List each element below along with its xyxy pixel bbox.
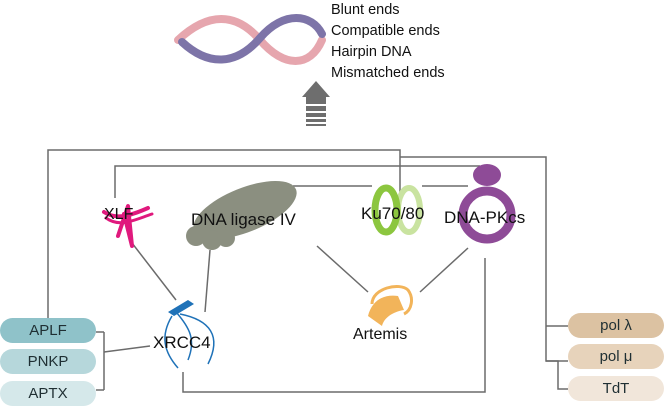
dna-ligase-iv-icon [186, 181, 297, 250]
ku70-80-icon [371, 184, 423, 236]
factor-pill-aptx: APTX [0, 381, 96, 406]
artemis-label: Artemis [353, 326, 407, 343]
polymerase-pill-pol-mu: pol μ [568, 344, 664, 369]
polymerase-pill-pol-lambda: pol λ [568, 313, 664, 338]
xlf-label: XLF [104, 206, 134, 223]
xlf-icon [102, 204, 154, 248]
end-type-item: Compatible ends [331, 23, 440, 39]
dna-pkcs-label: DNA-PKcs [444, 208, 525, 227]
dna-pkcs-icon [458, 164, 516, 244]
dna-ligase-iv-label: DNA ligase IV [191, 210, 297, 229]
factor-pill-pnkp: PNKP [0, 349, 96, 374]
end-type-item: Mismatched ends [331, 65, 445, 81]
artemis-icon [368, 285, 413, 326]
up-arrow-icon [302, 81, 330, 126]
ku70-80-label: Ku70/80 [361, 204, 424, 223]
xrcc4-icon [164, 300, 215, 369]
connector-lines [47, 149, 568, 393]
xrcc4-label: XRCC4 [153, 333, 211, 352]
factor-pill-aplf: APLF [0, 318, 96, 343]
polymerase-pill-tdt: TdT [568, 376, 664, 401]
dna-helix-icon [174, 14, 326, 65]
end-type-item: Hairpin DNA [331, 44, 412, 60]
end-type-item: Blunt ends [331, 2, 400, 18]
end-types-list: Blunt ends Compatible ends Hairpin DNA M… [331, 0, 445, 84]
dna-strand-purple [178, 14, 326, 64]
